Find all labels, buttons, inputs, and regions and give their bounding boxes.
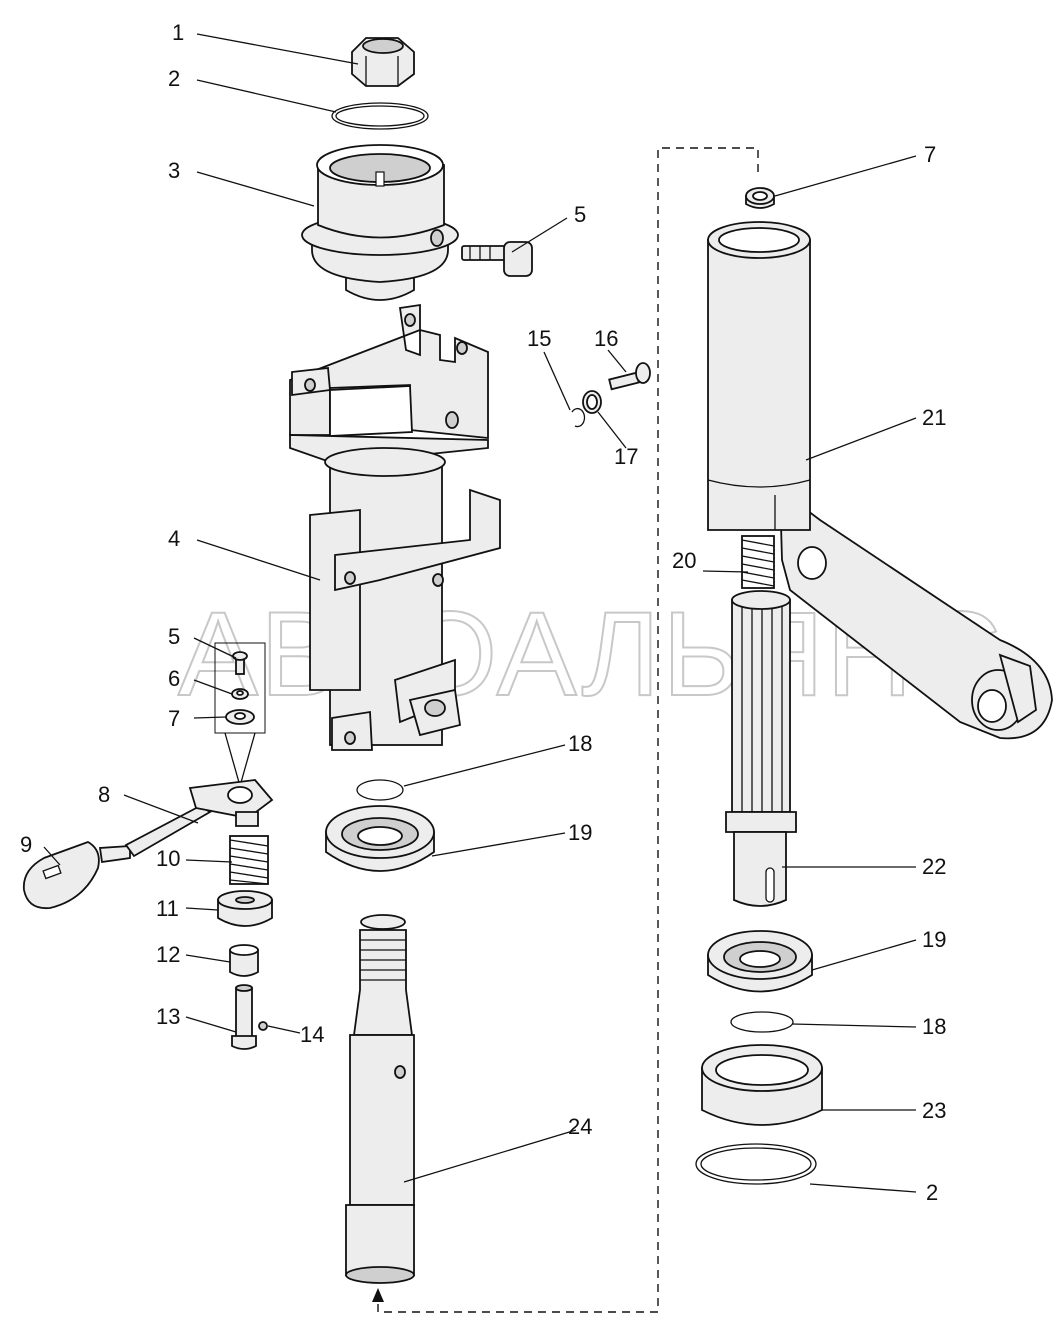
callout-4: 4: [168, 526, 180, 551]
part-ring-sleeve: [701, 1044, 823, 1126]
callout-labels: 1 2 3 4 5 5 6 7 7 8 9 10 11 12 13 14 15 …: [20, 20, 946, 1205]
callout-16: 16: [594, 326, 618, 351]
callout-3: 3: [168, 158, 180, 183]
callout-9: 9: [20, 832, 32, 857]
part-spline-shaft: [725, 535, 797, 907]
part-knob: [22, 841, 100, 910]
callout-19: 19: [922, 927, 946, 952]
callout-2: 2: [926, 1180, 938, 1205]
part-bracket-frame: [289, 303, 501, 751]
part-spring: [229, 835, 269, 885]
callout-14: 14: [300, 1022, 324, 1047]
callout-23: 23: [922, 1098, 946, 1123]
callout-15: 15: [527, 326, 551, 351]
callout-22: 22: [922, 854, 946, 879]
callout-5: 5: [168, 624, 180, 649]
callout-13: 13: [156, 1004, 180, 1029]
callout-11: 11: [156, 896, 179, 921]
part-housing-cup: [301, 144, 459, 301]
part-snap-ring-right: [730, 1011, 794, 1033]
callout-21: 21: [922, 405, 946, 430]
part-snap-ring-left: [356, 779, 404, 801]
part-bushing: [217, 890, 273, 927]
callout-5: 5: [574, 202, 586, 227]
callout-20: 20: [672, 548, 696, 573]
leader-lines: [43, 33, 917, 1193]
part-nut: [351, 37, 415, 87]
callout-7: 7: [924, 142, 936, 167]
part-arm-assembly: [707, 221, 1053, 740]
part-pin: [231, 984, 257, 1050]
callout-6: 6: [168, 666, 180, 691]
callout-18: 18: [922, 1014, 946, 1039]
callout-12: 12: [156, 942, 180, 967]
part-bearing-right: [707, 930, 813, 993]
part-snap-ring-top: [331, 102, 429, 130]
callout-1: 1: [172, 20, 184, 45]
part-bearing-left: [325, 805, 435, 872]
callout-7: 7: [168, 706, 180, 731]
callout-2: 2: [168, 66, 180, 91]
callout-18: 18: [568, 731, 592, 756]
part-small-screw-set: [214, 642, 266, 787]
callout-24: 24: [568, 1114, 592, 1139]
part-snap-ring-bottom: [695, 1143, 817, 1185]
callout-8: 8: [98, 782, 110, 807]
callout-19: 19: [568, 820, 592, 845]
part-cap-screw: [461, 241, 533, 277]
part-lever: [98, 779, 274, 864]
part-ball: [258, 1021, 268, 1031]
part-shaft: [345, 914, 415, 1284]
part-washer-right: [745, 187, 775, 209]
callout-17: 17: [614, 444, 638, 469]
assembly-arrow-icon: [372, 1288, 384, 1302]
part-retainer-set: [571, 362, 651, 428]
part-sleeve: [229, 944, 259, 977]
callout-10: 10: [156, 846, 180, 871]
assembly-dashed-path: [377, 147, 759, 1313]
